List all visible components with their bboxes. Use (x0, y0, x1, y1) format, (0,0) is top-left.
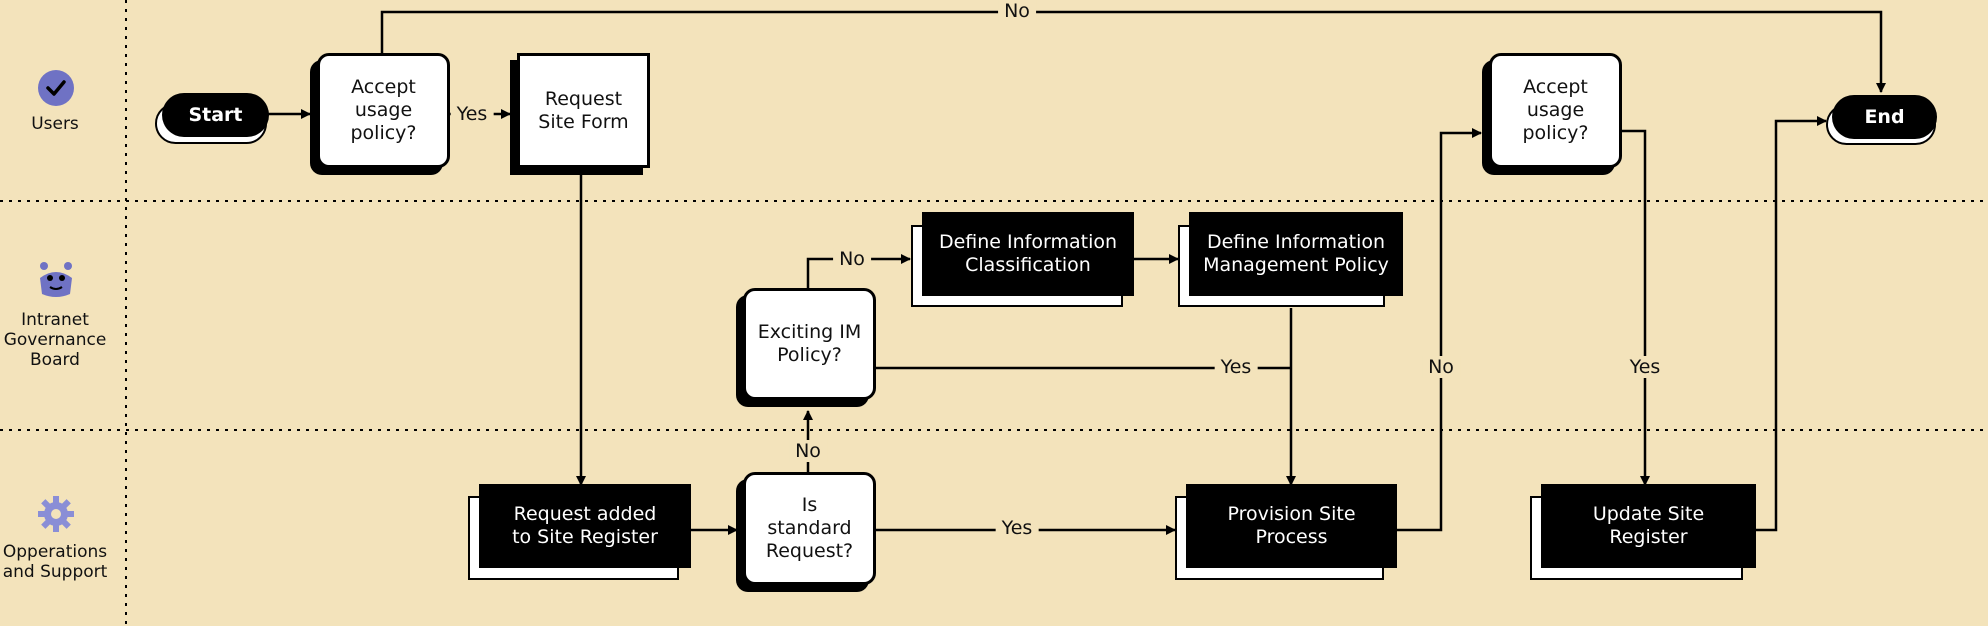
process-define-information-management-policy[interactable]: Define Information Management Policy (1189, 212, 1403, 296)
edge-update-end (1756, 116, 1827, 532)
lane-label-operations-support: Opperations and Support (2, 542, 108, 582)
edge-label-standard-yes: Yes (995, 517, 1039, 539)
start-terminal[interactable]: Start (162, 93, 269, 137)
gear-icon (38, 496, 74, 532)
process-define-information-classification[interactable]: Define Information Classification (922, 212, 1134, 296)
process-request-added-to-site-register[interactable]: Request added to Site Register (479, 484, 691, 568)
edge-label-accept2-yes: Yes (1623, 356, 1667, 378)
edge-provision-accept2 (1397, 128, 1482, 532)
robot-mascot-icon (40, 262, 72, 297)
decision-accept-usage-policy-1[interactable]: Accept usage policy? (317, 53, 450, 168)
process-provision-site[interactable]: Provision Site Process (1186, 484, 1397, 568)
lane-label-governance-board: Intranet Governance Board (3, 310, 107, 370)
lane-label-users: Users (31, 114, 79, 134)
edge-label-standard-no: No (789, 440, 827, 462)
edge-label-exciting-no: No (833, 248, 871, 270)
edge-label-accept1-yes: Yes (450, 103, 494, 125)
end-terminal[interactable]: End (1832, 95, 1937, 139)
process-update-site-register[interactable]: Update Site Register (1541, 484, 1756, 568)
check-badge-icon (38, 70, 74, 106)
edge-label-accept1-no: No (998, 0, 1036, 22)
edge-label-provision-no: No (1422, 356, 1460, 378)
decision-is-standard-request[interactable]: Is standard Request? (743, 472, 876, 585)
edge-label-exciting-yes: Yes (1214, 356, 1258, 378)
edge-accept2-yes-update (1622, 129, 1650, 486)
decision-exciting-im-policy[interactable]: Exciting IM Policy? (743, 288, 876, 400)
edge-exciting-no-define-class (806, 254, 911, 288)
edge-accept1-no-end (380, 10, 1886, 93)
decision-accept-usage-policy-2[interactable]: Accept usage policy? (1489, 53, 1622, 168)
process-request-site-form[interactable]: Request Site Form (517, 53, 650, 168)
